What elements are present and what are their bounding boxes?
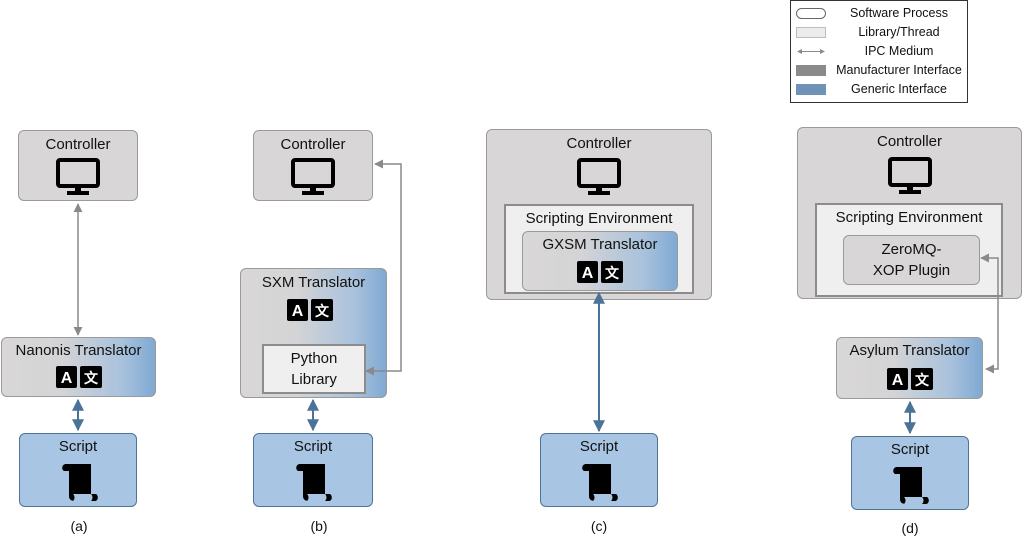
translator-box-b: SXM Translator A 文 Python Library	[240, 268, 387, 398]
caption-b: (b)	[310, 518, 328, 534]
translator-label: SXM Translator	[261, 274, 366, 291]
ipc-arrow-b	[365, 159, 402, 376]
script-box-a: Script	[19, 433, 137, 507]
translator-box-d: Asylum Translator A 文	[836, 337, 983, 399]
controller-box-b: Controller	[253, 130, 373, 201]
translator-label: Nanonis Translator	[15, 342, 142, 359]
legend: Software Process Library/Thread IPC Medi…	[790, 0, 968, 103]
monitor-icon	[291, 158, 335, 195]
translator-label: GXSM Translator	[542, 236, 658, 253]
legend-item-ipc-medium: IPC Medium	[791, 42, 969, 61]
controller-box-d: Controller Scripting Environment ZeroMQ-…	[797, 127, 1022, 299]
controller-box-c: Controller Scripting Environment GXSM Tr…	[486, 129, 712, 300]
environment-label: Scripting Environment	[835, 209, 983, 226]
translate-icon: A 文	[887, 368, 933, 390]
translate-glyph-b: 文	[605, 265, 620, 282]
generic-interface-swatch	[796, 84, 826, 95]
environment-label: Scripting Environment	[525, 210, 673, 227]
translate-icon: A 文	[287, 299, 333, 321]
translate-glyph-a: A	[292, 303, 304, 320]
translate-glyph-b: 文	[315, 303, 330, 320]
zeromq-xop-plugin-box: ZeroMQ- XOP Plugin	[843, 235, 980, 285]
controller-label: Controller	[45, 136, 111, 153]
script-box-c: Script	[540, 433, 658, 507]
translator-box-a: Nanonis Translator A 文	[1, 337, 156, 397]
legend-label: Manufacturer Interface	[836, 63, 962, 77]
script-label: Script	[890, 441, 930, 458]
translate-glyph-a: A	[61, 370, 73, 387]
legend-label: Generic Interface	[851, 82, 947, 96]
translate-glyph-b: 文	[84, 370, 99, 387]
translate-icon: A 文	[56, 366, 102, 388]
legend-item-generic-interface: Generic Interface	[791, 80, 969, 99]
controller-box-a: Controller	[18, 130, 138, 201]
caption-c: (c)	[590, 518, 608, 534]
monitor-icon	[56, 158, 100, 195]
controller-label: Controller	[566, 135, 632, 152]
script-box-d: Script	[851, 436, 969, 510]
controller-label: Controller	[280, 136, 346, 153]
legend-item-library-thread: Library/Thread	[791, 23, 969, 42]
translate-glyph-b: 文	[915, 372, 930, 389]
scroll-icon	[62, 464, 98, 501]
ipc-arrow-swatch	[797, 49, 825, 54]
scroll-icon	[582, 464, 618, 501]
legend-item-manufacturer-interface: Manufacturer Interface	[791, 61, 969, 80]
library-line1: Python	[290, 350, 338, 367]
legend-label: Software Process	[850, 6, 948, 20]
library-line2: Library	[291, 371, 337, 388]
monitor-icon	[577, 158, 621, 195]
software-process-swatch	[796, 8, 826, 19]
translator-label: Asylum Translator	[849, 342, 970, 359]
translate-glyph-a: A	[582, 265, 594, 282]
legend-label: Library/Thread	[858, 25, 940, 39]
scroll-icon	[296, 464, 332, 501]
script-label: Script	[293, 438, 333, 455]
scripting-environment-box: Scripting Environment ZeroMQ- XOP Plugin	[815, 203, 1003, 297]
library-thread-swatch	[796, 27, 826, 38]
gxsm-translator-box: GXSM Translator A 文	[522, 231, 678, 291]
script-box-b: Script	[253, 433, 373, 507]
controller-label: Controller	[876, 133, 943, 150]
caption-d: (d)	[901, 520, 919, 536]
translate-glyph-a: A	[892, 372, 904, 389]
python-library-box: Python Library	[262, 344, 366, 394]
legend-label: IPC Medium	[864, 44, 934, 58]
scripting-environment-box: Scripting Environment GXSM Translator A …	[504, 204, 694, 294]
plugin-line1: ZeroMQ-	[881, 241, 942, 258]
plugin-line2: XOP Plugin	[872, 262, 951, 279]
manufacturer-interface-swatch	[796, 65, 826, 76]
caption-a: (a)	[70, 518, 88, 534]
script-label: Script	[579, 438, 619, 455]
legend-item-software-process: Software Process	[791, 4, 969, 23]
script-label: Script	[58, 438, 98, 455]
translate-icon: A 文	[577, 261, 623, 283]
monitor-icon	[888, 157, 932, 194]
ipc-arrow-d	[980, 253, 999, 374]
scroll-icon	[893, 467, 929, 504]
